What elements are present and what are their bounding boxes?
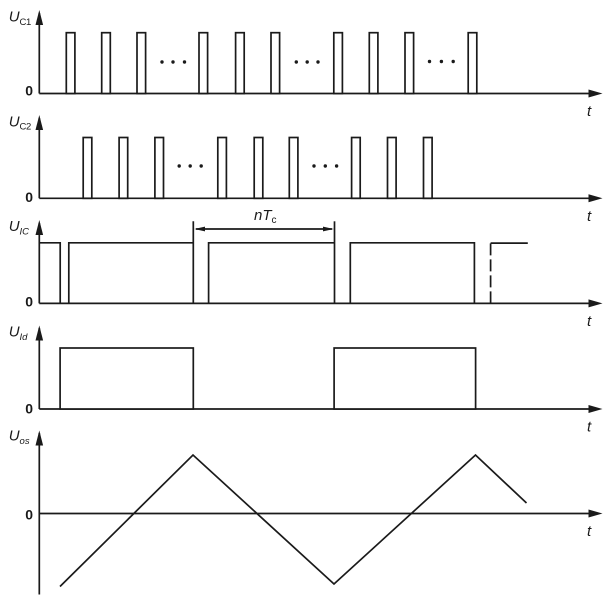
- svg-text:t: t: [587, 103, 592, 120]
- svg-text:0: 0: [25, 401, 33, 417]
- svg-text:0: 0: [25, 507, 33, 523]
- svg-text:t: t: [587, 523, 592, 540]
- svg-text:t: t: [587, 419, 592, 436]
- svg-text:nTc: nTc: [254, 207, 277, 226]
- svg-text:0: 0: [25, 294, 33, 310]
- svg-text:t: t: [587, 208, 592, 225]
- svg-text:0: 0: [25, 189, 33, 205]
- svg-text:t: t: [587, 313, 592, 330]
- svg-text:0: 0: [25, 82, 33, 98]
